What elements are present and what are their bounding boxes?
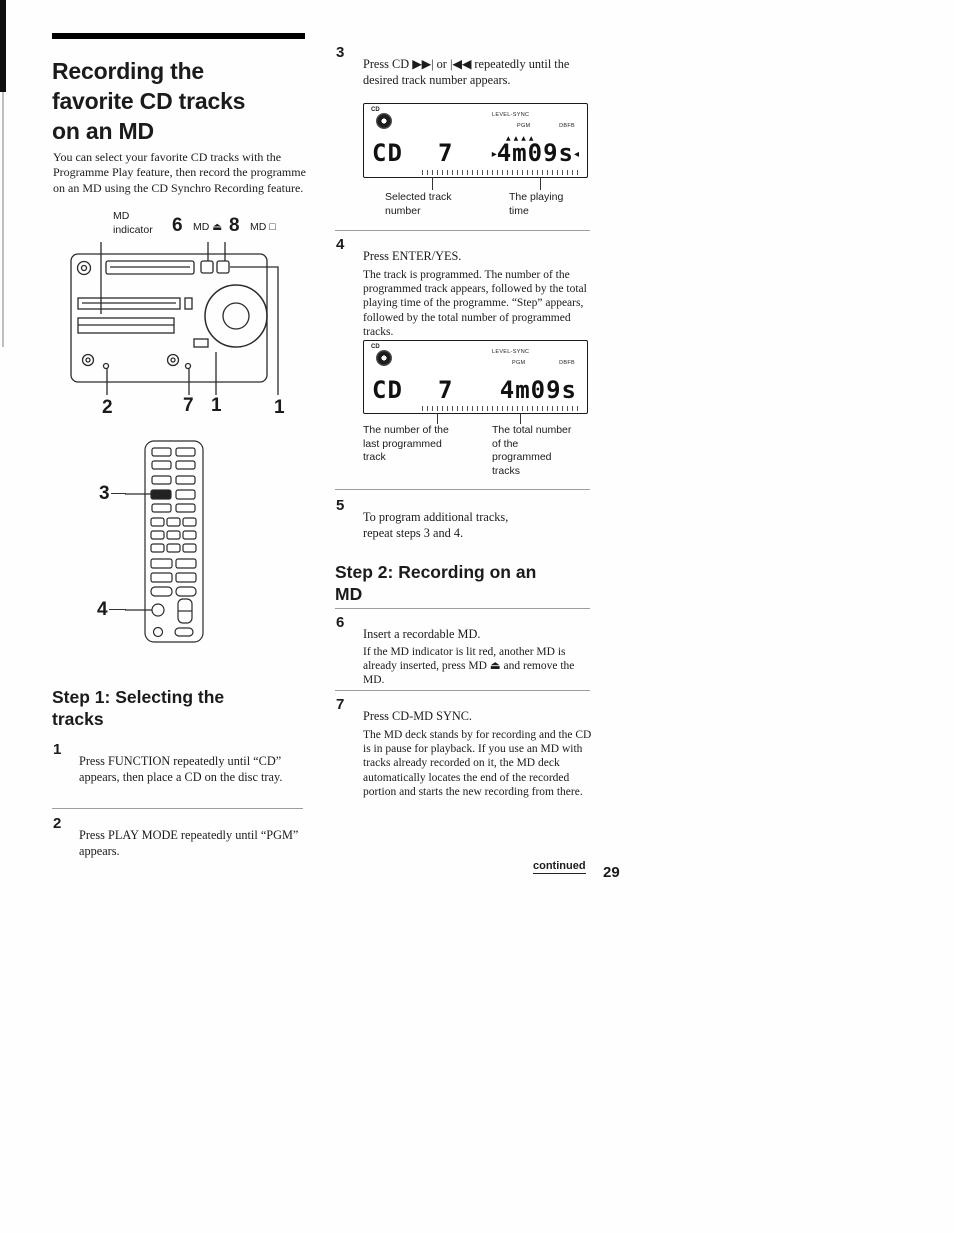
divider bbox=[335, 489, 590, 490]
md-rec-button bbox=[216, 260, 230, 274]
md-eject-button bbox=[200, 260, 214, 274]
step-text-1: Press FUNCTION repeatedly until “CD” app… bbox=[79, 754, 283, 785]
divider bbox=[52, 808, 303, 809]
continued-label: continued bbox=[533, 860, 586, 874]
step2-heading: Step 2: Recording on an MD bbox=[335, 561, 537, 604]
title-rule bbox=[52, 33, 305, 39]
md-eject-label: MD ⏏ bbox=[193, 221, 223, 233]
display2-right-label: The total number of the programmed track… bbox=[492, 424, 572, 477]
phones-jack bbox=[81, 353, 95, 367]
lcd-display-2: CD LEVEL-SYNC PGM DBFB CD 7 4m09s bbox=[363, 340, 588, 414]
scan-edge-mark bbox=[0, 0, 6, 92]
display1-track-label: Selected track number bbox=[385, 191, 452, 217]
display2-left-label: The number of the last programmed track bbox=[363, 424, 449, 464]
lcd-tick-ruler bbox=[422, 170, 578, 175]
remote-body bbox=[144, 440, 204, 643]
step-body-7: The MD deck stands by for recording and … bbox=[363, 728, 592, 799]
enter-yes-button bbox=[151, 603, 165, 617]
cd-disc-icon bbox=[376, 350, 392, 366]
device-illustration bbox=[70, 242, 279, 395]
callout-number-1b: 1 bbox=[274, 397, 285, 418]
step-number-4: 4 bbox=[336, 236, 345, 253]
skip-button bbox=[150, 489, 172, 500]
callout-number-6: 6 bbox=[172, 215, 183, 236]
callout-number-1a: 1 bbox=[211, 395, 222, 416]
cd-tray bbox=[105, 260, 195, 275]
step1-heading: Step 1: Selecting the tracks bbox=[52, 686, 225, 729]
step-text-3: Press CD ▶▶| or |◀◀ repeatedly until the… bbox=[363, 57, 570, 88]
scan-edge-mark-faint bbox=[2, 92, 4, 347]
jog-dial bbox=[204, 284, 268, 348]
cd-logo-text: CD bbox=[371, 344, 380, 350]
lcd-time: ▸4m09s◂ bbox=[492, 139, 579, 167]
step-title-4: Press ENTER/YES. bbox=[363, 249, 462, 264]
display2-callout-right bbox=[520, 413, 522, 424]
md-rec-label: MD □ bbox=[250, 221, 276, 233]
cd-disc-icon bbox=[376, 113, 392, 129]
page-number: 29 bbox=[603, 864, 620, 881]
sync-button bbox=[193, 338, 209, 348]
display1-callout-time bbox=[540, 177, 542, 190]
level-sync-label: LEVEL-SYNC bbox=[492, 349, 530, 355]
divider bbox=[335, 608, 590, 609]
step-number-2: 2 bbox=[53, 815, 62, 832]
step-title-7: Press CD-MD SYNC. bbox=[363, 709, 472, 724]
pgm-label: PGM bbox=[517, 123, 531, 129]
mic-jack bbox=[166, 353, 180, 367]
dbfb-label: DBFB bbox=[559, 360, 575, 366]
display2-callout-left bbox=[437, 413, 439, 424]
callout-number-8: 8 bbox=[229, 215, 240, 236]
step-number-6: 6 bbox=[336, 614, 345, 631]
page-title: Recording the favorite CD tracks on an M… bbox=[52, 58, 246, 145]
lcd-source: CD bbox=[372, 139, 403, 167]
step-title-6: Insert a recordable MD. bbox=[363, 627, 481, 642]
lcd-track-number: 7 bbox=[438, 376, 454, 404]
level-sync-label: LEVEL-SYNC bbox=[492, 112, 530, 118]
callout-number-2: 2 bbox=[102, 397, 113, 418]
lcd-tick-ruler bbox=[422, 406, 578, 411]
step-number-5: 5 bbox=[336, 497, 345, 514]
dbfb-label: DBFB bbox=[559, 123, 575, 129]
display1-callout-track bbox=[432, 177, 434, 190]
md-indicator-label: MD indicator bbox=[113, 210, 153, 236]
blink-arrows: ▲▲▲▲ bbox=[506, 135, 537, 142]
step-number-1: 1 bbox=[53, 741, 62, 758]
step-number-3: 3 bbox=[336, 44, 345, 61]
remote-illustration bbox=[125, 440, 204, 643]
step-text-5: To program additional tracks, repeat ste… bbox=[363, 510, 509, 541]
callout-number-4: 4 bbox=[97, 599, 108, 620]
callout-line-3-ext bbox=[111, 493, 126, 495]
lcd-time-value: 4m09s bbox=[496, 139, 574, 167]
step-body-6: If the MD indicator is lit red, another … bbox=[363, 645, 575, 687]
step-number-7: 7 bbox=[336, 696, 345, 713]
callout-number-7: 7 bbox=[183, 395, 194, 416]
power-button bbox=[76, 260, 92, 276]
divider bbox=[335, 230, 590, 231]
callout-line-4-ext bbox=[109, 609, 126, 611]
step-body-4: The track is programmed. The number of t… bbox=[363, 268, 587, 339]
lcd-display-1: CD LEVEL-SYNC PGM DBFB CD 7 ▲▲▲▲ ▸4m09s◂ bbox=[363, 103, 588, 178]
time-marker-left: ▸ bbox=[491, 149, 497, 160]
lcd-track-number: 7 bbox=[438, 139, 454, 167]
display1-time-label: The playing time bbox=[509, 191, 564, 217]
step-text-2: Press PLAY MODE repeatedly until “PGM” a… bbox=[79, 828, 299, 859]
callout-number-3: 3 bbox=[99, 483, 110, 504]
pgm-label: PGM bbox=[512, 360, 526, 366]
cd-logo-text: CD bbox=[371, 107, 380, 113]
divider bbox=[335, 690, 590, 691]
time-marker-right: ◂ bbox=[573, 149, 579, 160]
lcd-source: CD bbox=[372, 376, 403, 404]
lcd-time: 4m09s bbox=[499, 376, 577, 404]
callout-line-1b bbox=[230, 266, 279, 395]
md-slot bbox=[77, 297, 181, 310]
intro-paragraph: You can select your favorite CD tracks w… bbox=[53, 150, 306, 195]
